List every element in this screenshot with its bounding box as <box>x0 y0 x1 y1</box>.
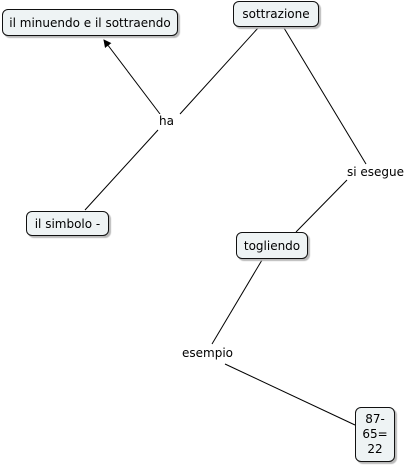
concept-simbolo-label: il simbolo - <box>34 216 101 231</box>
link-label-si-esegue-text: si esegue <box>347 165 405 179</box>
concept-togliendo-label: togliendo <box>243 238 301 253</box>
edge-ha-to-minuendo <box>103 39 161 115</box>
edge-togliendo-to-esempio <box>211 259 263 345</box>
link-label-si-esegue: si esegue <box>345 165 406 179</box>
edge-esempio-to-value <box>224 363 356 426</box>
link-label-ha: ha <box>157 114 176 128</box>
concept-esempio-value[interactable]: 87- 65= 22 <box>355 407 395 462</box>
concept-minuendo-sottraendo-label: il minuendo e il sottraendo <box>9 15 171 30</box>
concept-simbolo[interactable]: il simbolo - <box>26 211 109 236</box>
concept-sottrazione[interactable]: sottrazione <box>233 1 319 27</box>
edge-sottrazione-to-ha <box>179 27 259 115</box>
link-label-ha-text: ha <box>159 114 174 128</box>
edge-ha-to-simbolo <box>84 129 159 211</box>
edge-si-esegue-to-togliendo <box>295 179 348 233</box>
link-label-esempio: esempio <box>180 346 235 360</box>
link-label-esempio-text: esempio <box>182 346 233 360</box>
concept-esempio-value-label: 87- 65= 22 <box>362 412 388 456</box>
edge-sottrazione-to-si-esegue <box>283 27 367 165</box>
concept-sottrazione-label: sottrazione <box>242 7 310 21</box>
concept-minuendo-sottraendo[interactable]: il minuendo e il sottraendo <box>2 9 178 36</box>
concept-togliendo[interactable]: togliendo <box>236 232 308 259</box>
